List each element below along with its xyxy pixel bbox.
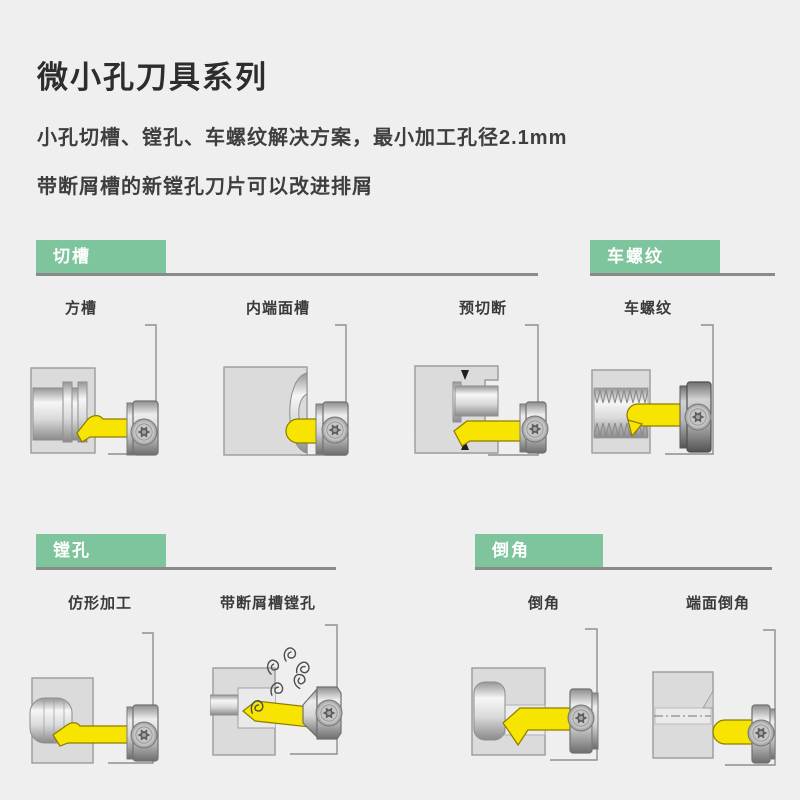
torx-screw-icon: [521, 415, 549, 443]
figure-label-internal-face-groove: 内端面槽: [245, 300, 311, 317]
figure-label-chipbreaker-boring: 带断屑槽镗孔: [219, 595, 317, 612]
workpiece: [30, 367, 96, 454]
cut-arrow-bottom: [461, 440, 469, 450]
figure-label-square-groove: 方槽: [64, 300, 98, 317]
figure-thread-turning: [591, 324, 714, 455]
figure-face-chamfer: [652, 629, 776, 766]
section-tab-boring: 镗孔: [36, 534, 166, 567]
section-tab-label: 车螺纹: [607, 247, 664, 266]
section-underline-boring: [36, 567, 336, 570]
section-tab-label: 倒角: [492, 541, 530, 560]
section-underline-grooving: [36, 273, 538, 276]
tool-holder: [315, 401, 349, 456]
workpiece: [29, 677, 94, 764]
figure-chipbreaker-boring: [210, 624, 343, 756]
tool-holder: [567, 688, 599, 754]
figure-profiling: [29, 632, 159, 764]
torx-screw-icon: [130, 721, 158, 749]
workpiece: [652, 671, 714, 759]
tool-insert: [502, 707, 581, 747]
machine-bracket: [108, 632, 154, 764]
tool-holder: [126, 400, 159, 456]
torx-screw-icon: [315, 699, 343, 727]
torx-screw-icon: [567, 704, 595, 732]
chip-curl-icon: [283, 647, 297, 662]
torx-screw-icon: [130, 418, 158, 446]
figure-label-face-chamfer: 端面倒角: [685, 595, 751, 612]
thread-profile-top: [593, 389, 649, 404]
tool-insert: [52, 722, 131, 747]
tool-insert: [76, 415, 135, 443]
tool-insert: [285, 418, 323, 444]
torx-screw-icon: [684, 403, 712, 431]
figure-label-thread-turning: 车螺纹: [623, 300, 673, 317]
figure-internal-face-groove: [223, 324, 349, 456]
section-tab-threading: 车螺纹: [590, 240, 720, 273]
tool-holder: [679, 381, 712, 453]
section-underline-threading: [590, 273, 775, 276]
figure-label-pre-parting: 预切断: [458, 300, 508, 317]
machine-bracket: [665, 324, 714, 455]
figure-label-profiling: 仿形加工: [67, 595, 133, 612]
tool-insert: [626, 403, 685, 438]
machine-bracket: [488, 324, 539, 456]
torx-screw-icon: [321, 416, 349, 444]
section-tab-grooving: 切槽: [36, 240, 166, 273]
cut-arrow-top: [461, 370, 469, 380]
figure-chamfer: [471, 628, 599, 761]
figure-pre-parting: [414, 324, 549, 456]
figure-square-groove: [30, 324, 159, 456]
tool-holder: [126, 704, 159, 762]
machine-bracket: [300, 324, 347, 456]
figure-label-chamfer: 倒角: [527, 595, 561, 612]
section-tab-label: 镗孔: [53, 541, 91, 560]
section-tab-label: 切槽: [53, 247, 91, 266]
section-tab-chamfering: 倒角: [475, 534, 603, 567]
page-title: 微小孔刀具系列: [37, 60, 268, 95]
intro-line-2: 带断屑槽的新镗孔刀片可以改进排屑: [37, 176, 373, 198]
tool-holder: [747, 704, 776, 764]
tool-holder: [302, 686, 343, 740]
section-underline-chamfering: [475, 567, 772, 570]
machine-bracket: [725, 629, 776, 766]
intro-line-1: 小孔切槽、镗孔、车螺纹解决方案，最小加工孔径2.1mm: [37, 127, 568, 149]
torx-screw-icon: [747, 719, 775, 747]
tool-holder: [519, 401, 549, 454]
chip-curl-icon: [291, 671, 309, 690]
